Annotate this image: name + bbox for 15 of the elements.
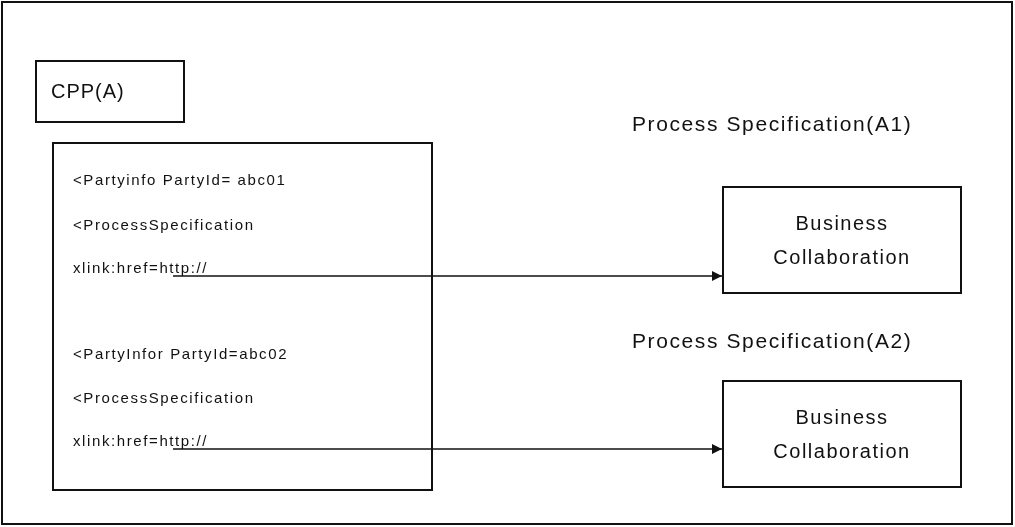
- code-line: xlink:href=http://: [73, 258, 209, 278]
- code-line: <ProcessSpecification: [73, 215, 255, 235]
- box-label: Business Collaboration: [772, 211, 912, 270]
- code-box: [52, 142, 433, 491]
- code-line: <PartyInfor PartyId=abc02: [73, 344, 289, 364]
- label-box: [35, 60, 185, 123]
- arrow: [172, 444, 723, 454]
- code-line: <ProcessSpecification: [73, 388, 255, 408]
- box-label: CPP(A): [51, 80, 125, 103]
- box-label: Business Collaboration: [772, 405, 912, 464]
- code-line: xlink:href=http://: [73, 431, 209, 451]
- code-line: <Partyinfo PartyId= abc01: [73, 170, 287, 190]
- spec-heading: Process Specification(A1): [632, 112, 913, 136]
- spec-heading: Process Specification(A2): [632, 329, 913, 353]
- arrow: [172, 271, 723, 281]
